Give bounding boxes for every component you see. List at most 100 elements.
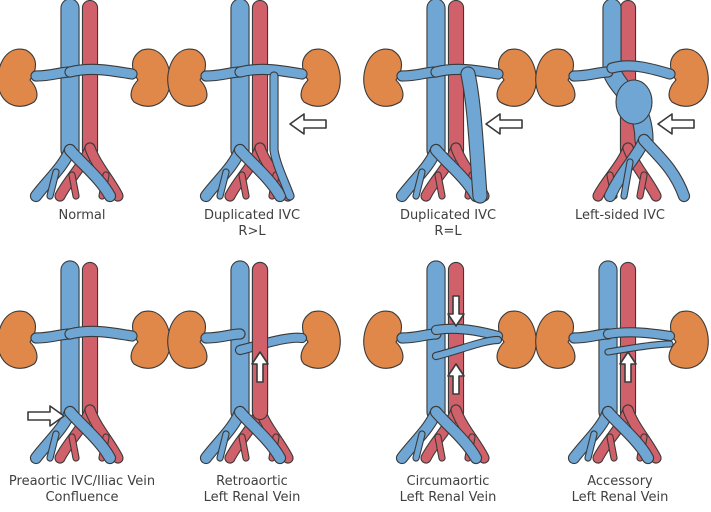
up-arrow bbox=[251, 351, 269, 383]
right-internal-iliac-artery bbox=[68, 171, 80, 200]
panel-duplicated-rl bbox=[167, 0, 341, 203]
left-iliac-vein bbox=[63, 405, 117, 465]
caption-line: Left Renal Vein bbox=[203, 490, 301, 505]
right-arrow bbox=[27, 405, 65, 427]
caption-line: Left-sided IVC bbox=[575, 208, 665, 223]
left-ivc-bulge bbox=[615, 79, 653, 125]
right-internal-iliac-vein bbox=[46, 430, 60, 462]
panel-accessory bbox=[535, 260, 709, 465]
caption-normal: Normal bbox=[0, 208, 167, 224]
ivc-group bbox=[29, 260, 117, 465]
caption-line: Duplicated IVC bbox=[399, 208, 497, 223]
left-iliac-vein bbox=[233, 405, 287, 465]
ivc-group bbox=[567, 260, 655, 465]
left-iliac-vein bbox=[637, 133, 691, 203]
up-arrow bbox=[619, 351, 637, 383]
caption-left-sided: Left-sided IVC bbox=[535, 208, 705, 224]
caption-line: Circumaortic bbox=[406, 474, 490, 489]
left-iliac-artery bbox=[84, 404, 124, 464]
right-internal-iliac-vein bbox=[46, 168, 60, 200]
left-kidney bbox=[668, 310, 709, 369]
right-internal-iliac-vein bbox=[216, 430, 230, 462]
left-iliac-artery bbox=[84, 142, 124, 202]
right-internal-iliac-artery bbox=[606, 433, 618, 462]
left-renal-vein bbox=[602, 327, 676, 342]
left-renal-vein bbox=[64, 325, 138, 342]
caption-line: R=L bbox=[434, 224, 462, 239]
left-iliac-artery bbox=[622, 404, 662, 464]
caption-line: R>L bbox=[238, 224, 266, 239]
caption-line: Normal bbox=[58, 208, 106, 223]
right-internal-iliac-vein bbox=[412, 430, 426, 462]
caption-line: Left Renal Vein bbox=[399, 490, 497, 505]
left-internal-iliac-artery bbox=[636, 171, 648, 200]
left-arrow bbox=[657, 113, 695, 135]
left-arrow bbox=[289, 113, 327, 135]
ivc-group bbox=[395, 0, 483, 203]
right-renal-vein bbox=[568, 328, 614, 344]
left-renal-vein-posterior bbox=[431, 335, 503, 361]
right-internal-iliac-vein bbox=[216, 168, 230, 200]
right-internal-iliac-vein bbox=[620, 158, 634, 200]
right-internal-iliac-artery bbox=[238, 171, 250, 200]
right-renal-vein bbox=[200, 328, 246, 344]
panel-left-sided bbox=[535, 0, 709, 203]
aorta-group bbox=[592, 261, 662, 464]
left-iliac-vein bbox=[429, 405, 483, 465]
left-kidney bbox=[300, 48, 341, 107]
panel-circumaortic bbox=[363, 260, 537, 465]
left-iliac-artery bbox=[622, 142, 662, 202]
left-kidney bbox=[130, 310, 171, 369]
right-renal-vein bbox=[396, 328, 442, 344]
left-renal-vein bbox=[234, 332, 308, 356]
ivc-group bbox=[395, 260, 483, 465]
ivc-group bbox=[29, 0, 117, 203]
left-iliac-vein bbox=[233, 143, 287, 203]
caption-line: Retroaortic bbox=[216, 474, 288, 489]
left-kidney bbox=[496, 310, 537, 369]
left-renal-vein bbox=[234, 63, 308, 80]
aorta-group bbox=[592, 0, 662, 202]
left-renal-vein bbox=[64, 63, 138, 80]
left-kidney bbox=[130, 48, 171, 107]
left-renal-vein bbox=[606, 60, 676, 80]
caption-line: Accessory bbox=[587, 474, 653, 489]
left-iliac-vein bbox=[63, 143, 117, 203]
right-internal-iliac-vein bbox=[584, 430, 598, 462]
right-internal-iliac-artery bbox=[238, 433, 250, 462]
caption-line: Preaortic IVC/Iliac Vein bbox=[8, 474, 156, 489]
accessory-renal-vein bbox=[604, 340, 674, 356]
right-internal-iliac-vein bbox=[412, 168, 426, 200]
left-arrow bbox=[485, 113, 523, 135]
caption-line: Duplicated IVC bbox=[203, 208, 301, 223]
right-internal-iliac-artery bbox=[434, 171, 446, 200]
left-renal-vein-anterior bbox=[430, 323, 504, 342]
left-kidney bbox=[496, 48, 537, 107]
left-iliac-artery bbox=[450, 404, 490, 464]
left-ivc bbox=[269, 71, 295, 201]
panel-duplicated-eq bbox=[363, 0, 537, 204]
caption-line: Confluence bbox=[45, 490, 119, 505]
panel-preaortic bbox=[0, 260, 171, 465]
ivc-group bbox=[199, 260, 287, 465]
panel-normal bbox=[0, 0, 171, 203]
left-ivc bbox=[460, 66, 488, 204]
left-kidney bbox=[668, 48, 709, 107]
aorta-group bbox=[224, 0, 294, 202]
down-arrow bbox=[447, 295, 465, 327]
panel-retroaortic bbox=[167, 260, 341, 465]
left-kidney bbox=[300, 310, 341, 369]
left-iliac-vein bbox=[601, 405, 655, 465]
right-internal-iliac-artery bbox=[434, 433, 446, 462]
ivc-group bbox=[199, 0, 287, 203]
caption-line: Left Renal Vein bbox=[571, 490, 669, 505]
right-renal-vein bbox=[568, 66, 614, 82]
up-arrow bbox=[447, 363, 465, 395]
